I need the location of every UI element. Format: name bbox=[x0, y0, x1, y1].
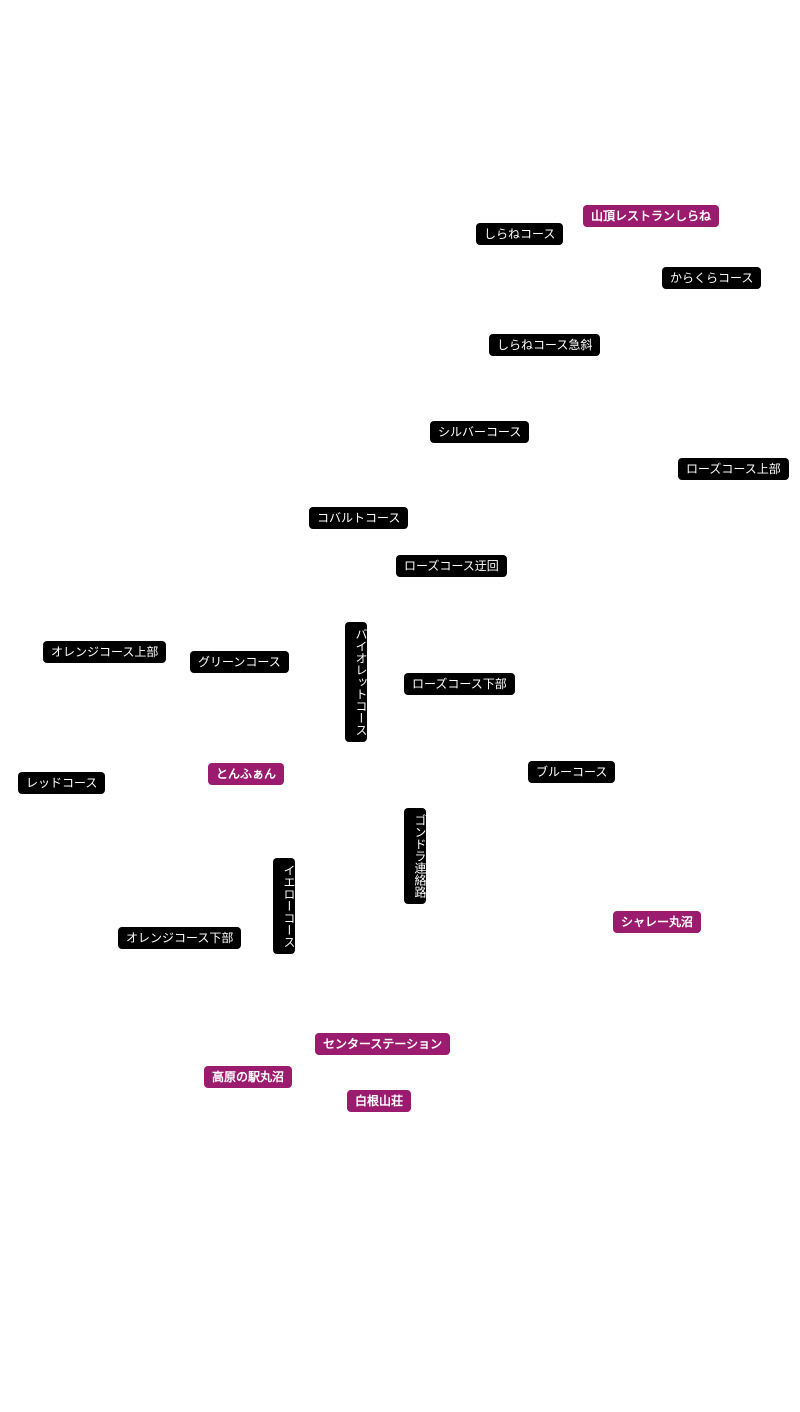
facility-chalet-marunuma[interactable]: シャレー丸沼 bbox=[613, 911, 702, 933]
course-shirane-steep[interactable]: しらねコース急斜 bbox=[489, 334, 601, 356]
course-orange-lower[interactable]: オレンジコース下部 bbox=[118, 927, 242, 949]
course-rose-upper[interactable]: ローズコース上部 bbox=[678, 458, 789, 480]
course-green[interactable]: グリーンコース bbox=[190, 651, 289, 673]
course-orange-upper[interactable]: オレンジコース上部 bbox=[43, 641, 167, 663]
course-cobalt[interactable]: コバルトコース bbox=[309, 507, 409, 529]
course-yellow[interactable]: イエローコース bbox=[273, 858, 296, 954]
facility-center-station[interactable]: センターステーション bbox=[315, 1033, 451, 1055]
course-red[interactable]: レッドコース bbox=[18, 772, 106, 794]
course-blue[interactable]: ブルーコース bbox=[528, 761, 616, 783]
course-violet[interactable]: バイオレットコース bbox=[345, 622, 368, 742]
facility-shirane-sanso[interactable]: 白根山荘 bbox=[347, 1090, 412, 1112]
course-karakura[interactable]: からくらコース bbox=[662, 267, 762, 289]
course-shirane[interactable]: しらねコース bbox=[476, 223, 564, 245]
facility-summit-restaurant[interactable]: 山頂レストランしらね bbox=[583, 205, 720, 227]
facility-kogen-station[interactable]: 高原の駅丸沼 bbox=[204, 1066, 293, 1088]
course-rose-detour[interactable]: ローズコース迂回 bbox=[396, 555, 507, 577]
facility-tonfuan[interactable]: とんふぁん bbox=[208, 763, 285, 785]
course-rose-lower[interactable]: ローズコース下部 bbox=[404, 673, 515, 695]
course-gondola-connector[interactable]: ゴンドラ連絡路 bbox=[404, 808, 427, 904]
course-silver[interactable]: シルバーコース bbox=[430, 421, 530, 443]
